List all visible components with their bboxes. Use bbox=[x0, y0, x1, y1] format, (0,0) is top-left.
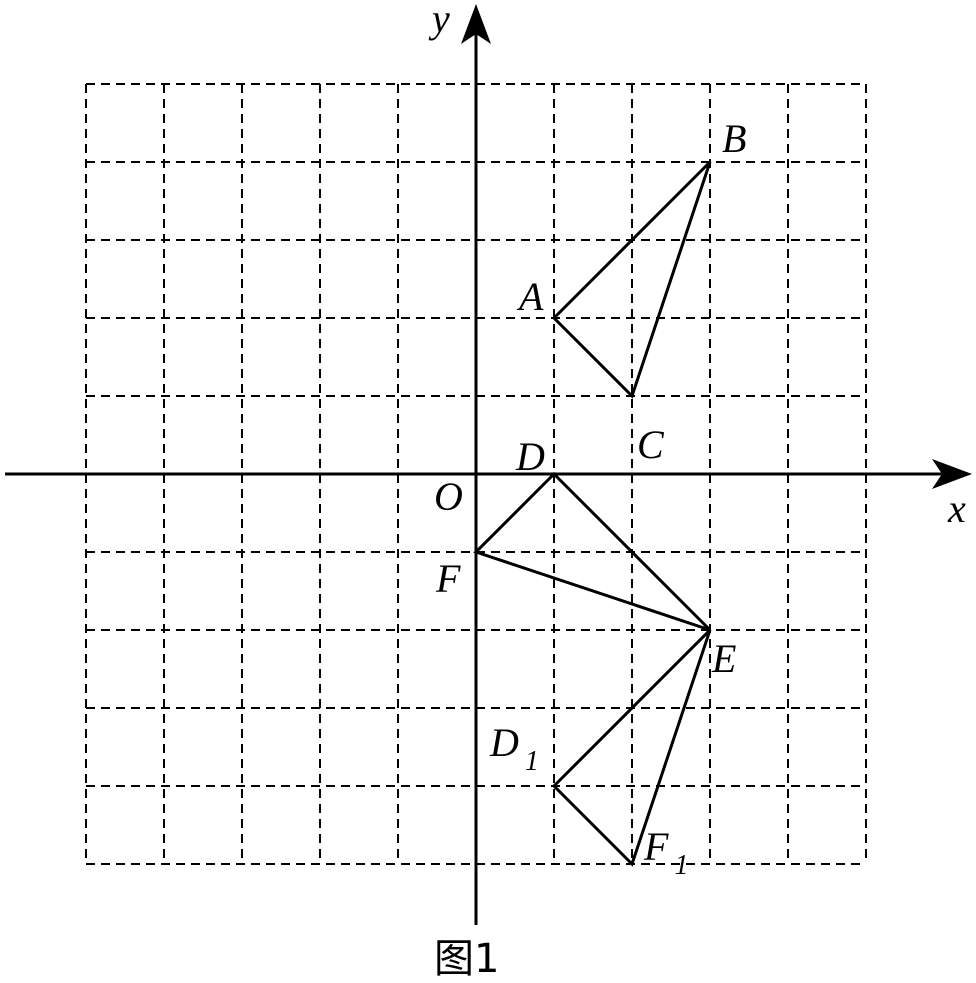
point-label-subscript: 1 bbox=[674, 850, 688, 881]
triangle-abc bbox=[551, 160, 712, 399]
origin-label: O bbox=[434, 474, 463, 519]
point-label-d: D bbox=[515, 434, 545, 479]
point-label-f: F bbox=[435, 556, 461, 601]
triangles bbox=[473, 160, 712, 867]
y-axis-arrow-icon bbox=[461, 4, 491, 44]
point-label-subscript: 1 bbox=[525, 746, 539, 777]
point-label-e: E bbox=[711, 636, 736, 681]
y-axis-label: y bbox=[428, 0, 450, 41]
x-axis-arrow-icon bbox=[932, 459, 972, 489]
point-label-a: A bbox=[516, 274, 544, 319]
point-label-c: C bbox=[637, 422, 665, 467]
triangle-d1ef1 bbox=[551, 628, 712, 867]
axes: x y O bbox=[5, 0, 972, 925]
triangle-def bbox=[473, 471, 712, 632]
point-label-b: B bbox=[722, 116, 746, 161]
figure-caption: 图1 bbox=[434, 936, 499, 982]
x-axis-label: x bbox=[947, 486, 966, 531]
